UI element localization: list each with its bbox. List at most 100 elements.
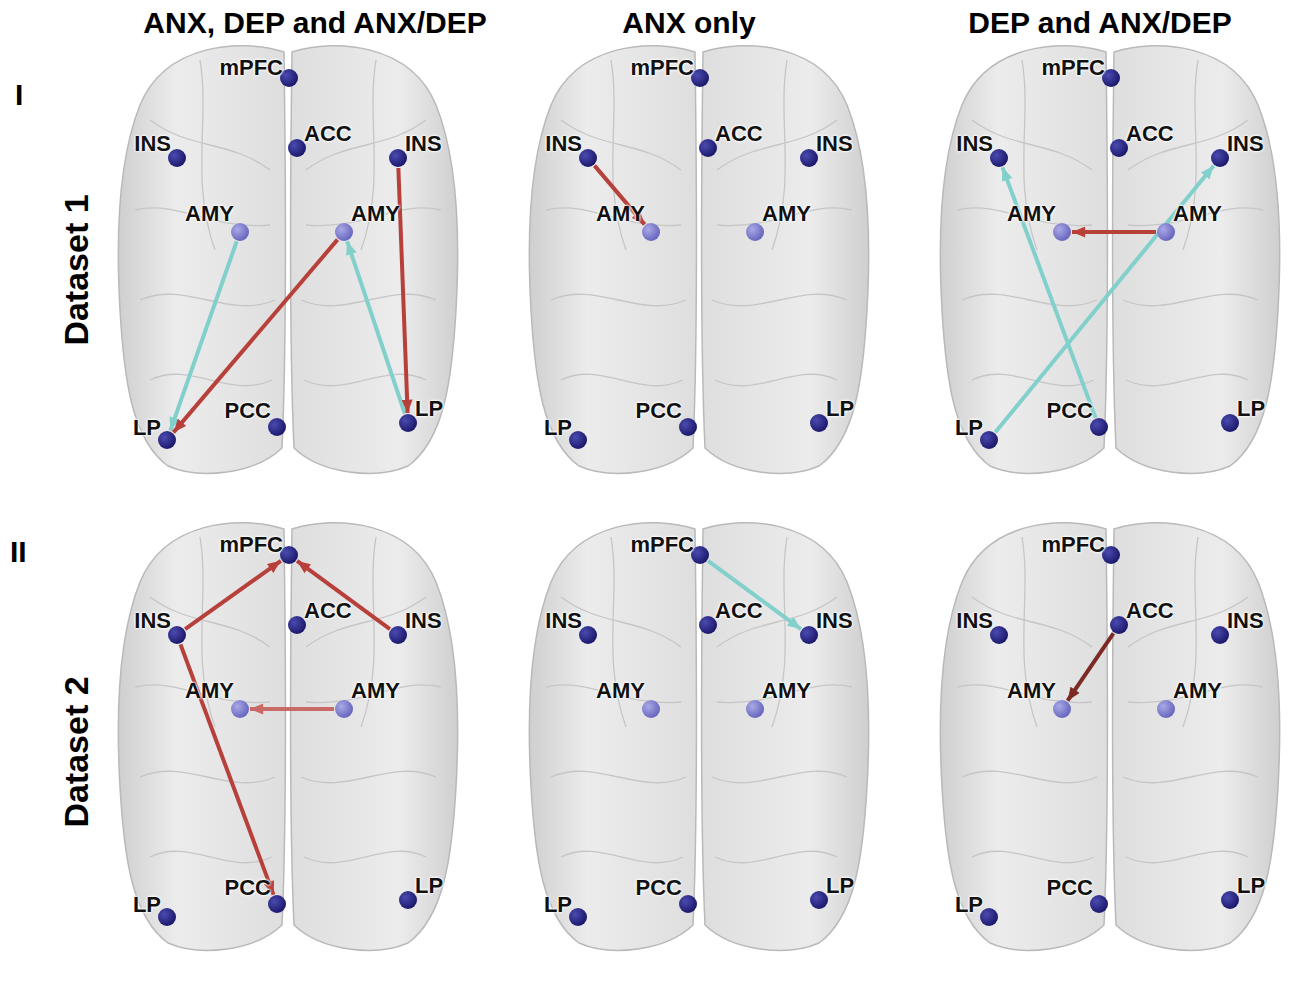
region-label: LP [133, 894, 161, 916]
region-node: AMY [335, 700, 353, 718]
region-node: INS [579, 626, 597, 644]
region-dot [800, 149, 818, 167]
region-dot [1110, 616, 1128, 634]
region-label: ACC [1126, 600, 1174, 622]
region-node: ACC [699, 139, 717, 157]
region-dot [399, 414, 417, 432]
region-label: AMY [185, 203, 234, 225]
region-node: PCC [268, 418, 286, 436]
region-node: mPFC [691, 546, 709, 564]
region-dot [1221, 891, 1239, 909]
region-label: LP [955, 894, 983, 916]
region-node: mPFC [1102, 546, 1120, 564]
region-dot [1221, 414, 1239, 432]
region-label: mPFC [1041, 534, 1105, 556]
region-node: ACC [288, 616, 306, 634]
region-label: INS [1227, 133, 1264, 155]
region-label: INS [545, 133, 582, 155]
region-label: LP [1237, 875, 1265, 897]
region-dot [1053, 700, 1071, 718]
connectivity-arrow [594, 166, 644, 225]
region-label: LP [133, 417, 161, 439]
region-dot [699, 616, 717, 634]
region-node: LP [158, 908, 176, 926]
connectivity-arrow [347, 241, 405, 413]
region-node: ACC [288, 139, 306, 157]
region-node: ACC [699, 616, 717, 634]
region-dot [746, 223, 764, 241]
region-label: INS [405, 133, 442, 155]
region-label: INS [545, 610, 582, 632]
region-label: AMY [351, 203, 400, 225]
region-node: ACC [1110, 616, 1128, 634]
connectivity-arrow [297, 561, 390, 629]
row-title: Dataset 1 [59, 194, 93, 345]
region-dot [800, 626, 818, 644]
connectivity-arrow [1072, 230, 1156, 234]
region-node: PCC [679, 418, 697, 436]
region-node: INS [800, 626, 818, 644]
row-numeral: II [10, 537, 27, 567]
region-label: LP [826, 875, 854, 897]
region-node: AMY [1053, 700, 1071, 718]
region-node: LP [1221, 891, 1239, 909]
region-node: LP [810, 414, 828, 432]
region-label: PCC [636, 877, 682, 899]
region-dot [1157, 223, 1175, 241]
region-label: LP [415, 875, 443, 897]
region-node: INS [990, 626, 1008, 644]
region-node: INS [1211, 626, 1229, 644]
region-dot [810, 891, 828, 909]
region-dot [399, 891, 417, 909]
region-label: AMY [1007, 680, 1056, 702]
region-label: INS [816, 133, 853, 155]
region-node: INS [168, 149, 186, 167]
region-node: LP [399, 414, 417, 432]
region-node: PCC [268, 895, 286, 913]
region-node: AMY [1157, 700, 1175, 718]
column-header: ANX only [622, 8, 755, 38]
region-node: AMY [746, 223, 764, 241]
region-node: AMY [642, 700, 660, 718]
region-label: ACC [715, 123, 763, 145]
region-label: AMY [596, 203, 645, 225]
region-label: LP [1237, 398, 1265, 420]
region-dot [1110, 139, 1128, 157]
region-dot [642, 700, 660, 718]
region-label: PCC [225, 400, 271, 422]
region-node: INS [990, 149, 1008, 167]
region-node: PCC [1090, 895, 1108, 913]
region-node: LP [399, 891, 417, 909]
region-label: INS [816, 610, 853, 632]
region-dot [810, 414, 828, 432]
column-header: DEP and ANX/DEP [968, 8, 1231, 38]
region-node: mPFC [1102, 69, 1120, 87]
region-node: AMY [231, 223, 249, 241]
region-dot [1053, 223, 1071, 241]
region-label: LP [544, 417, 572, 439]
region-label: AMY [185, 680, 234, 702]
region-label: ACC [1126, 123, 1174, 145]
row-title: Dataset 2 [59, 676, 93, 827]
region-label: AMY [1173, 203, 1222, 225]
connectivity-arrow [173, 240, 337, 433]
region-node: INS [579, 149, 597, 167]
region-label: PCC [225, 877, 271, 899]
region-label: ACC [304, 600, 352, 622]
region-node: LP [158, 431, 176, 449]
region-node: mPFC [691, 69, 709, 87]
region-node: LP [569, 908, 587, 926]
row-numeral: I [15, 80, 23, 110]
region-dot [746, 700, 764, 718]
region-dot [1211, 626, 1229, 644]
region-label: INS [134, 610, 171, 632]
region-node: AMY [746, 700, 764, 718]
region-node: LP [569, 431, 587, 449]
region-dot [288, 616, 306, 634]
region-label: LP [955, 417, 983, 439]
region-label: INS [134, 133, 171, 155]
connectivity-arrow [250, 707, 334, 711]
region-node: LP [1221, 414, 1239, 432]
region-label: AMY [1173, 680, 1222, 702]
region-label: LP [544, 894, 572, 916]
